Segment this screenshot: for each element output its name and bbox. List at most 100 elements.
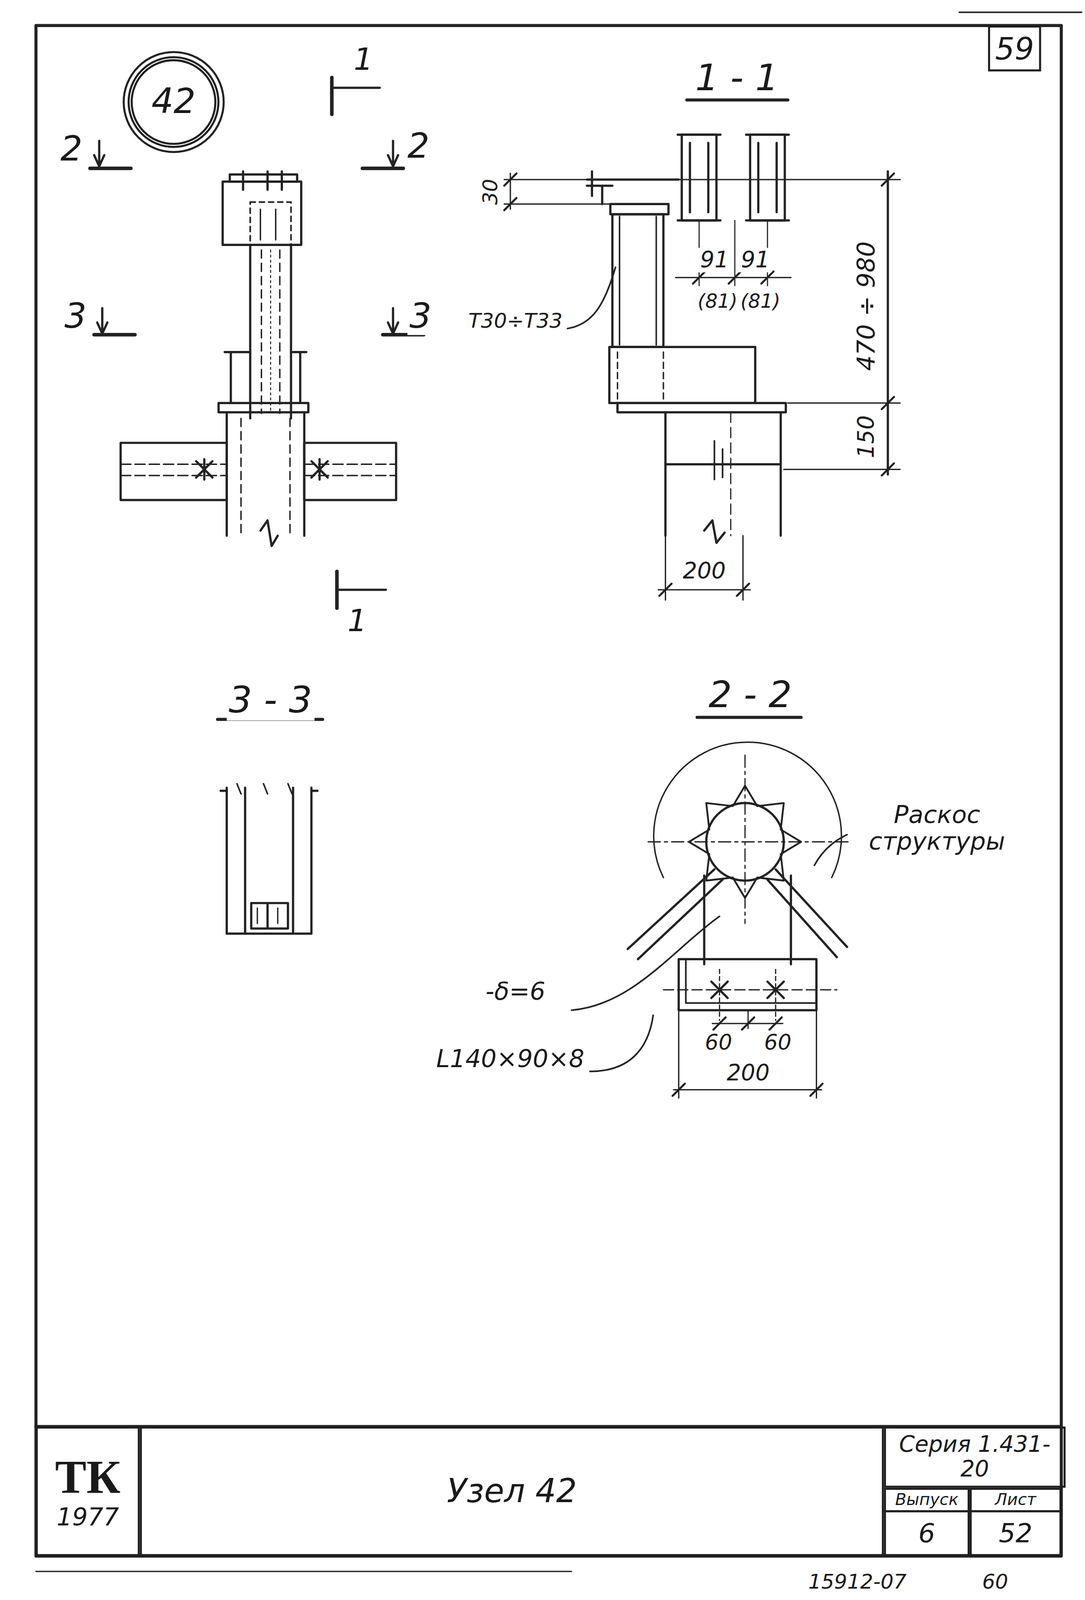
main-view-line (331, 86, 380, 89)
value-cell: 6 (884, 1509, 971, 1557)
main-view-line (362, 166, 404, 171)
main-view-line (250, 245, 292, 419)
main-view-line (243, 171, 283, 190)
section-3-3-line (236, 783, 293, 794)
node-text: 59 (991, 31, 1038, 66)
section-2-2-line (706, 802, 784, 881)
dimension: 91 (698, 247, 731, 273)
plate-mark: -δ=6 (483, 978, 548, 1006)
node-text: Узел 42 (443, 1472, 580, 1510)
section-1-1-line (681, 134, 717, 221)
dimension: (81) (738, 290, 783, 312)
section-2-2-line (571, 915, 720, 1010)
main-view-line (261, 249, 281, 414)
section-2-2-line (673, 1009, 822, 1098)
section-mark: 2 (58, 130, 85, 169)
section-3-3-line (220, 790, 318, 934)
section-1-1-line (586, 179, 679, 186)
series-cell: Серия 1.431-20 (884, 1426, 1067, 1488)
section-3-3-line (257, 907, 278, 924)
main-view-line (218, 403, 309, 413)
main-view-line (270, 249, 272, 414)
section-3-3-line (226, 787, 312, 934)
section-2-2-line (648, 754, 853, 924)
main-view-line (330, 77, 334, 114)
dimension: 60 (762, 1030, 794, 1055)
section-1-1-line (704, 520, 725, 543)
main-view-line (311, 459, 328, 480)
section-1-1-line (612, 214, 664, 347)
main-view-line (90, 166, 132, 171)
section-1-1-line (617, 351, 664, 400)
header-cell: Выпуск (884, 1487, 971, 1513)
main-view-line (387, 308, 398, 334)
dimension: (81) (695, 290, 740, 312)
main-view-line (222, 181, 302, 245)
value-cell: 52 (969, 1509, 1062, 1557)
main-view-line (229, 174, 298, 182)
section-1-1-line (665, 412, 781, 536)
dimension: 200 (724, 1060, 772, 1086)
section-mark: 3 (62, 297, 89, 336)
main-view-line (196, 459, 213, 480)
header-cell: Лист (969, 1487, 1062, 1513)
section-1-1-line (886, 171, 889, 475)
section-1-1-line (592, 171, 603, 205)
dimension: 60 (702, 1030, 735, 1055)
section-mark: 3 (407, 297, 434, 336)
section-title: 2 - 2 (706, 674, 794, 716)
node-text: Выпуск (892, 1490, 962, 1510)
section-2-2-line (685, 959, 817, 1003)
section-2-2-line (747, 1009, 749, 1029)
profile-mark: L140×90×8 (434, 1045, 587, 1073)
section-2-2-line (704, 875, 792, 964)
section-mark: 2 (405, 126, 432, 165)
section-1-1-line (750, 134, 785, 221)
main-view-line (120, 442, 227, 500)
section-1-1-line (692, 271, 774, 284)
section-2-2-line (814, 834, 848, 866)
main-view-line (250, 201, 292, 245)
section-title: 3 - 3 (226, 679, 315, 720)
section-1-1-line (658, 535, 750, 600)
sheet-number-box: 59 (988, 25, 1042, 72)
section-mark: 1 (345, 603, 370, 638)
main-view-line (337, 588, 387, 592)
main-view-line (94, 332, 135, 337)
section-1-1-line (714, 440, 723, 480)
dimension: 200 (680, 558, 728, 584)
main-view-line (94, 141, 104, 167)
section-2-2-line (767, 869, 848, 958)
section-2-2-line (589, 1015, 653, 1072)
title-cell: ТК1977 (35, 1426, 140, 1557)
section-1-1-line (687, 98, 789, 102)
section-1-1-line (617, 403, 786, 413)
section-1-1-line (745, 134, 789, 221)
section-1-1-line (677, 134, 721, 221)
section-2-2-line (697, 715, 802, 719)
section-1-1-line (881, 173, 895, 476)
section-1-1-line (659, 583, 750, 596)
section-1-1-line (673, 179, 901, 470)
node-text: Лист (991, 1490, 1040, 1510)
callout-text: Раскос структуры (850, 801, 1024, 856)
dimension: 91 (738, 247, 772, 273)
node-text: 6 (915, 1518, 939, 1548)
main-view-line (224, 351, 307, 403)
dimension: 150 (854, 413, 879, 461)
section-3-3 (217, 719, 323, 934)
main-view-line (387, 141, 398, 167)
archive-number: 15912-07 (806, 1570, 909, 1593)
node-text: Серия 1.431-20 (886, 1432, 1064, 1482)
main-view-line (304, 442, 397, 500)
section-1-1-line (567, 267, 616, 329)
section-1-1-line (619, 216, 657, 346)
main-view-line (241, 418, 291, 533)
main-view-line (226, 412, 305, 536)
node-text: 1977 (53, 1503, 123, 1531)
frame-line (36, 1570, 572, 1573)
node-callout-circle: 42 (127, 56, 220, 148)
section-2-2-line (711, 981, 784, 998)
